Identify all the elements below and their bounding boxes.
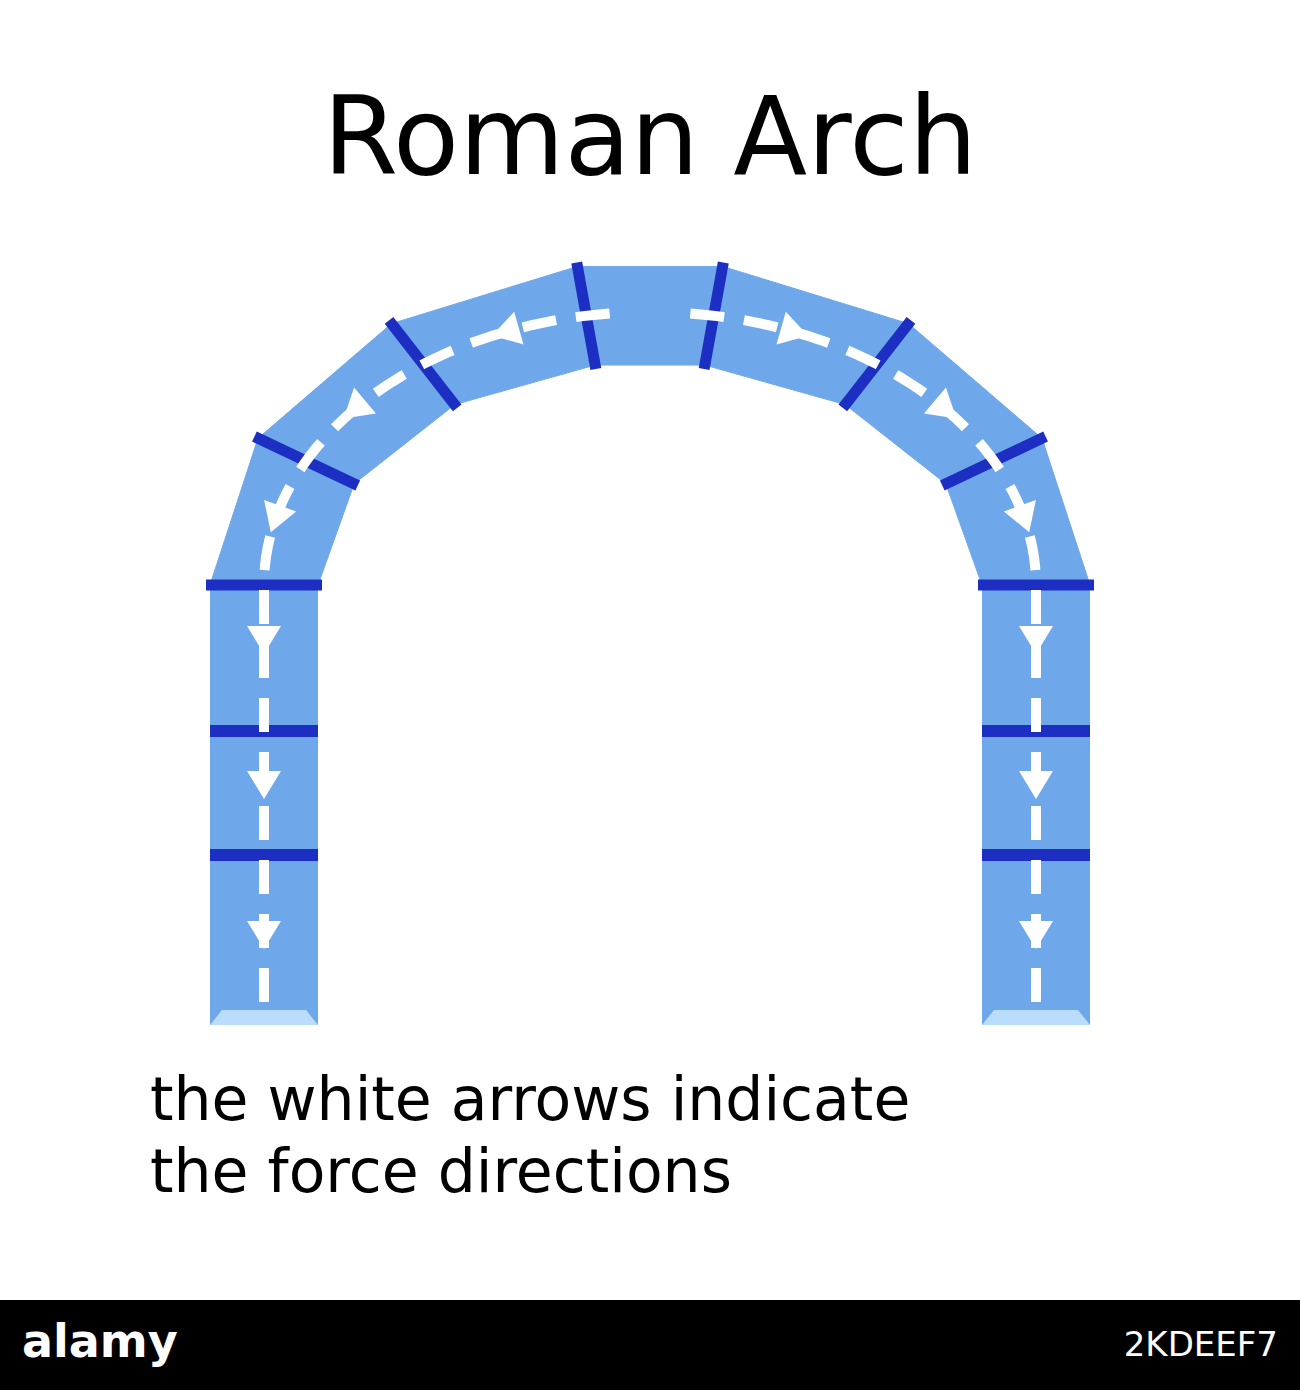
mortar-joint bbox=[982, 849, 1090, 861]
arrowhead bbox=[1019, 626, 1053, 654]
pier-base bbox=[210, 1010, 318, 1025]
voussoir-block bbox=[391, 266, 595, 404]
mortar-joint bbox=[978, 580, 1094, 591]
arrowhead bbox=[264, 500, 296, 532]
mortar-joint bbox=[210, 849, 318, 861]
force-line bbox=[264, 313, 610, 1005]
pier-base bbox=[982, 1010, 1090, 1025]
caption: the white arrows indicate the force dire… bbox=[150, 1063, 915, 1207]
arrowhead bbox=[776, 312, 808, 345]
arrowhead bbox=[1019, 921, 1053, 949]
arrowhead bbox=[924, 387, 956, 418]
voussoirs bbox=[210, 266, 1090, 1025]
force-arrows bbox=[247, 312, 1053, 1005]
mortar-joint bbox=[206, 580, 322, 591]
arrowhead bbox=[247, 771, 281, 799]
watermark-logo: alamy bbox=[22, 1316, 178, 1367]
image-id: 2KDEEF7 bbox=[1124, 1326, 1278, 1363]
arrowhead bbox=[1019, 771, 1053, 799]
title: Roman Arch bbox=[0, 78, 1300, 197]
arrowhead bbox=[492, 312, 524, 345]
footer-bar bbox=[0, 1300, 1300, 1390]
arrowhead bbox=[344, 387, 376, 418]
pier bbox=[982, 585, 1090, 1025]
arrowhead bbox=[247, 626, 281, 654]
arrowhead bbox=[247, 921, 281, 949]
force-line bbox=[690, 313, 1036, 1005]
voussoir-block bbox=[946, 438, 1090, 585]
arrowhead bbox=[1004, 500, 1036, 532]
pier bbox=[210, 585, 318, 1025]
